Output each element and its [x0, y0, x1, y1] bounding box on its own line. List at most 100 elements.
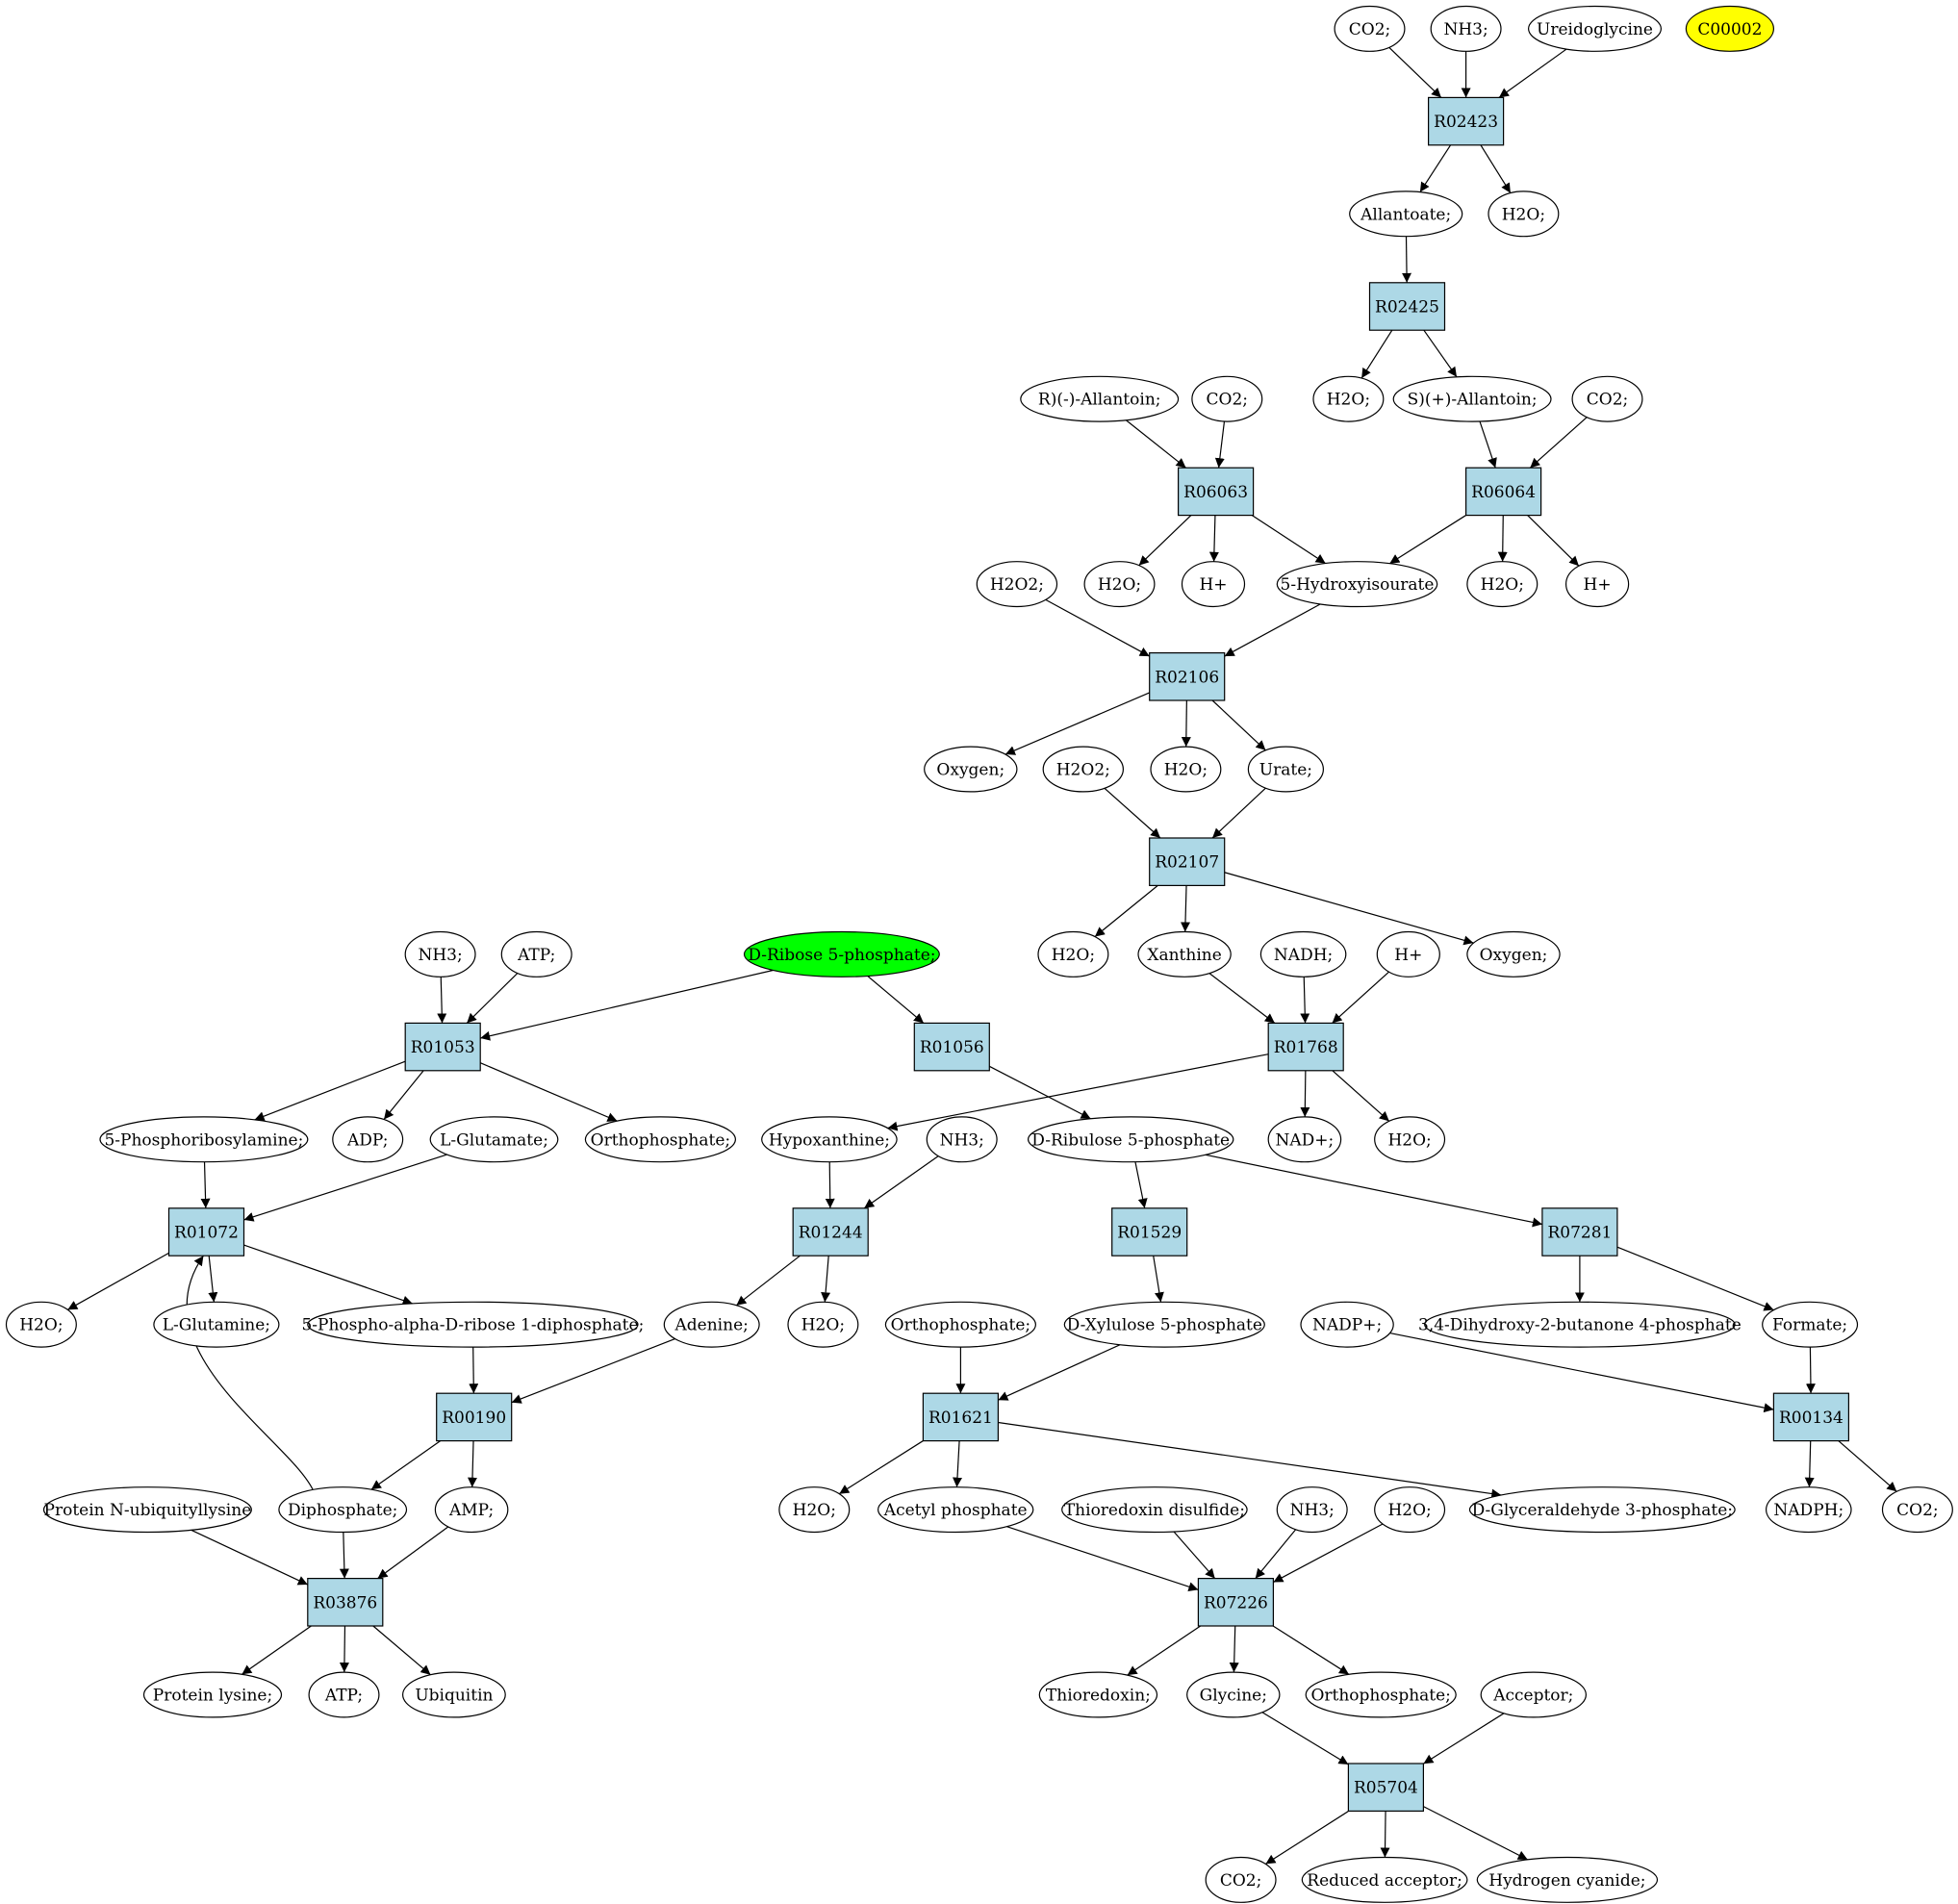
- reaction-node-r05704[interactable]: R05704: [1347, 1763, 1425, 1813]
- compound-node-c_ubiq[interactable]: Ubiquitin: [402, 1671, 506, 1718]
- compound-node-c_h2o_f[interactable]: H2O;: [1037, 930, 1109, 977]
- compound-node-c_xanthine[interactable]: Xanthine: [1137, 930, 1232, 977]
- edge-r06063-to-c_hplus_a: [1208, 515, 1219, 562]
- compound-node-c_h2o_j[interactable]: H2O;: [778, 1486, 851, 1534]
- compound-node-c_protlys[interactable]: Protein lysine;: [142, 1671, 283, 1718]
- compound-node-c_h2o_c[interactable]: H2O;: [1083, 561, 1156, 608]
- compound-node-c_acp[interactable]: Acetyl phosphate: [877, 1486, 1034, 1534]
- compound-node-c_protub[interactable]: Protein N-ubiquityllysine: [42, 1486, 252, 1534]
- compound-node-c_gln[interactable]: L-Glutamine;: [153, 1301, 280, 1348]
- compound-node-c_adenine[interactable]: Adenine;: [663, 1301, 760, 1348]
- reaction-node-r00190[interactable]: R00190: [436, 1392, 513, 1442]
- edge-r01244-to-c_h2o_i: [821, 1256, 831, 1303]
- compound-node-c_co2_e[interactable]: CO2;: [1205, 1856, 1277, 1903]
- compound-node-c_xu5p[interactable]: D-Xylulose 5-phosphate: [1063, 1301, 1265, 1348]
- reaction-node-r02106[interactable]: R02106: [1149, 651, 1226, 701]
- compound-node-c_hcn[interactable]: Hydrogen cyanide;: [1476, 1856, 1659, 1903]
- compound-node-c_h2o_b[interactable]: H2O;: [1312, 375, 1385, 422]
- compound-node-c_5pra[interactable]: 5-Phosphoribosylamine;: [99, 1116, 309, 1163]
- compound-node-c_hplus_a[interactable]: H+: [1181, 561, 1246, 608]
- compound-node-c_h2o_h[interactable]: H2O;: [5, 1301, 77, 1348]
- reaction-node-r01244[interactable]: R01244: [792, 1207, 869, 1257]
- reaction-node-r02423[interactable]: R02423: [1427, 96, 1505, 146]
- compound-node-c_co2_b[interactable]: CO2;: [1191, 375, 1263, 422]
- compound-ellipse-c_prpp: [307, 1301, 639, 1348]
- reaction-node-r01529[interactable]: R01529: [1111, 1207, 1188, 1257]
- compound-node-c_urate[interactable]: Urate;: [1247, 746, 1325, 793]
- compound-node-c_pi_b[interactable]: Orthophosphate;: [884, 1301, 1037, 1348]
- compound-node-c_h2o_d[interactable]: H2O;: [1466, 561, 1538, 608]
- compound-ellipse-c_ppi: [278, 1486, 408, 1534]
- compound-node-c_trxss[interactable]: Thioredoxin disulfide;: [1061, 1486, 1248, 1534]
- reaction-node-r02425[interactable]: R02425: [1368, 282, 1446, 331]
- compound-node-c_h2o_k[interactable]: H2O;: [1374, 1486, 1446, 1534]
- compound-node-c_r_allantoin[interactable]: R)(-)-Allantoin;: [1020, 375, 1180, 422]
- compound-node-c_prpp[interactable]: 5-Phospho-alpha-D-ribose 1-diphosphate;: [301, 1301, 644, 1348]
- compound-node-c_nadph[interactable]: NADPH;: [1766, 1486, 1852, 1534]
- compound-label-c_nadpplus: NADP+;: [1312, 1316, 1382, 1335]
- compound-node-c_atp_b[interactable]: ATP;: [308, 1671, 380, 1718]
- compound-ellipse-c00002: [1685, 5, 1775, 52]
- compound-node-c_oxygen_b[interactable]: Oxygen;: [1466, 930, 1561, 977]
- compound-node-c_nh3_c[interactable]: NH3;: [926, 1116, 998, 1163]
- compound-node-c_co2_a[interactable]: CO2;: [1334, 5, 1406, 52]
- reaction-node-r01768[interactable]: R01768: [1267, 1022, 1344, 1072]
- compound-node-c_hplus_b[interactable]: H+: [1564, 561, 1630, 608]
- compound-node-c_hypox[interactable]: Hypoxanthine;: [761, 1116, 898, 1163]
- reaction-node-r07281[interactable]: R07281: [1541, 1207, 1618, 1257]
- compound-node-c_redacc[interactable]: Reduced acceptor;: [1301, 1856, 1468, 1903]
- compound-node-c_acceptor[interactable]: Acceptor;: [1480, 1671, 1588, 1718]
- compound-label-c_oxygen_b: Oxygen;: [1480, 946, 1548, 965]
- compound-node-c_hplus_c[interactable]: H+: [1376, 930, 1440, 977]
- compound-node-c_gly[interactable]: Glycine;: [1186, 1671, 1281, 1718]
- compound-node-c_allantoate[interactable]: Allantoate;: [1349, 190, 1463, 238]
- edge-r01621-to-c_g3p: [998, 1421, 1502, 1499]
- compound-node-c_dhbp[interactable]: 3,4-Dihydroxy-2-butanone 4-phosphate: [1418, 1301, 1742, 1348]
- compound-node-c_5hiu[interactable]: 5-Hydroxyisourate: [1276, 561, 1438, 608]
- compound-node-c_nadh[interactable]: NADH;: [1259, 930, 1347, 977]
- reaction-node-r00134[interactable]: R00134: [1772, 1392, 1850, 1442]
- reaction-node-r06064[interactable]: R06064: [1464, 467, 1542, 517]
- reaction-node-r06063[interactable]: R06063: [1177, 467, 1255, 517]
- reaction-label-r01072: R01072: [174, 1224, 239, 1243]
- compound-node-c_formate[interactable]: Formate;: [1762, 1301, 1859, 1348]
- compound-node-c_atp_a[interactable]: ATP;: [500, 930, 572, 977]
- compound-node-c_pi_c[interactable]: Orthophosphate;: [1305, 1671, 1457, 1718]
- compound-node-c_glu[interactable]: L-Glutamate;: [429, 1116, 559, 1163]
- compound-node-c_s_allantoin[interactable]: S)(+)-Allantoin;: [1392, 375, 1552, 422]
- compound-node-c_trx[interactable]: Thioredoxin;: [1038, 1671, 1158, 1718]
- compound-node-c_g3p[interactable]: D-Glyceraldehyde 3-phosphate;: [1468, 1486, 1736, 1534]
- compound-node-c_amp[interactable]: AMP;: [434, 1486, 509, 1534]
- compound-node-c_h2o2_a[interactable]: H2O2;: [976, 561, 1058, 608]
- compound-node-c_ru5p[interactable]: D-Ribulose 5-phosphate: [1027, 1116, 1234, 1163]
- compound-node-c_h2o_g[interactable]: H2O;: [1374, 1116, 1446, 1163]
- compound-node-c_nh3_d[interactable]: NH3;: [1276, 1486, 1348, 1534]
- compound-node-c_co2_c[interactable]: CO2;: [1571, 375, 1643, 422]
- compound-node-c_nh3_b[interactable]: NH3;: [404, 930, 476, 977]
- reaction-node-r07226[interactable]: R07226: [1197, 1577, 1275, 1627]
- compound-node-c_h2o_i[interactable]: H2O;: [787, 1301, 859, 1348]
- compound-node-c_adp[interactable]: ADP;: [332, 1116, 404, 1163]
- compound-ellipse-c_h2o_h: [5, 1301, 77, 1348]
- compound-node-c_nh3_a[interactable]: NH3;: [1430, 5, 1502, 52]
- compound-node-c_co2_d[interactable]: CO2;: [1881, 1486, 1953, 1534]
- reaction-node-r02107[interactable]: R02107: [1149, 837, 1226, 887]
- reaction-node-r01056[interactable]: R01056: [913, 1022, 990, 1072]
- compound-node-c_h2o_a[interactable]: H2O;: [1488, 190, 1560, 238]
- compound-node-c_h2o_e[interactable]: H2O;: [1150, 746, 1222, 793]
- reaction-node-r01072[interactable]: R01072: [167, 1207, 245, 1257]
- reaction-node-r01621[interactable]: R01621: [922, 1392, 1000, 1442]
- compound-node-c_r5p[interactable]: D-Ribose 5-phosphate;: [743, 930, 940, 977]
- compound-node-c_oxygen_a[interactable]: Oxygen;: [924, 746, 1018, 793]
- compound-label-c_gln: L-Glutamine;: [163, 1316, 270, 1335]
- compound-node-c_h2o2_b[interactable]: H2O2;: [1042, 746, 1125, 793]
- compound-node-c00002[interactable]: C00002: [1685, 5, 1775, 52]
- reaction-node-r01053[interactable]: R01053: [404, 1022, 481, 1072]
- compound-node-c_ppi[interactable]: Diphosphate;: [278, 1486, 408, 1534]
- compound-node-c_ureido[interactable]: Ureidoglycine: [1527, 5, 1662, 52]
- compound-label-c_protlys: Protein lysine;: [153, 1687, 272, 1706]
- reaction-node-r03876[interactable]: R03876: [307, 1577, 384, 1627]
- compound-node-c_nadplus[interactable]: NAD+;: [1267, 1116, 1342, 1163]
- compound-node-c_pi_a[interactable]: Orthophosphate;: [584, 1116, 737, 1163]
- compound-node-c_nadpplus[interactable]: NADP+;: [1300, 1301, 1394, 1348]
